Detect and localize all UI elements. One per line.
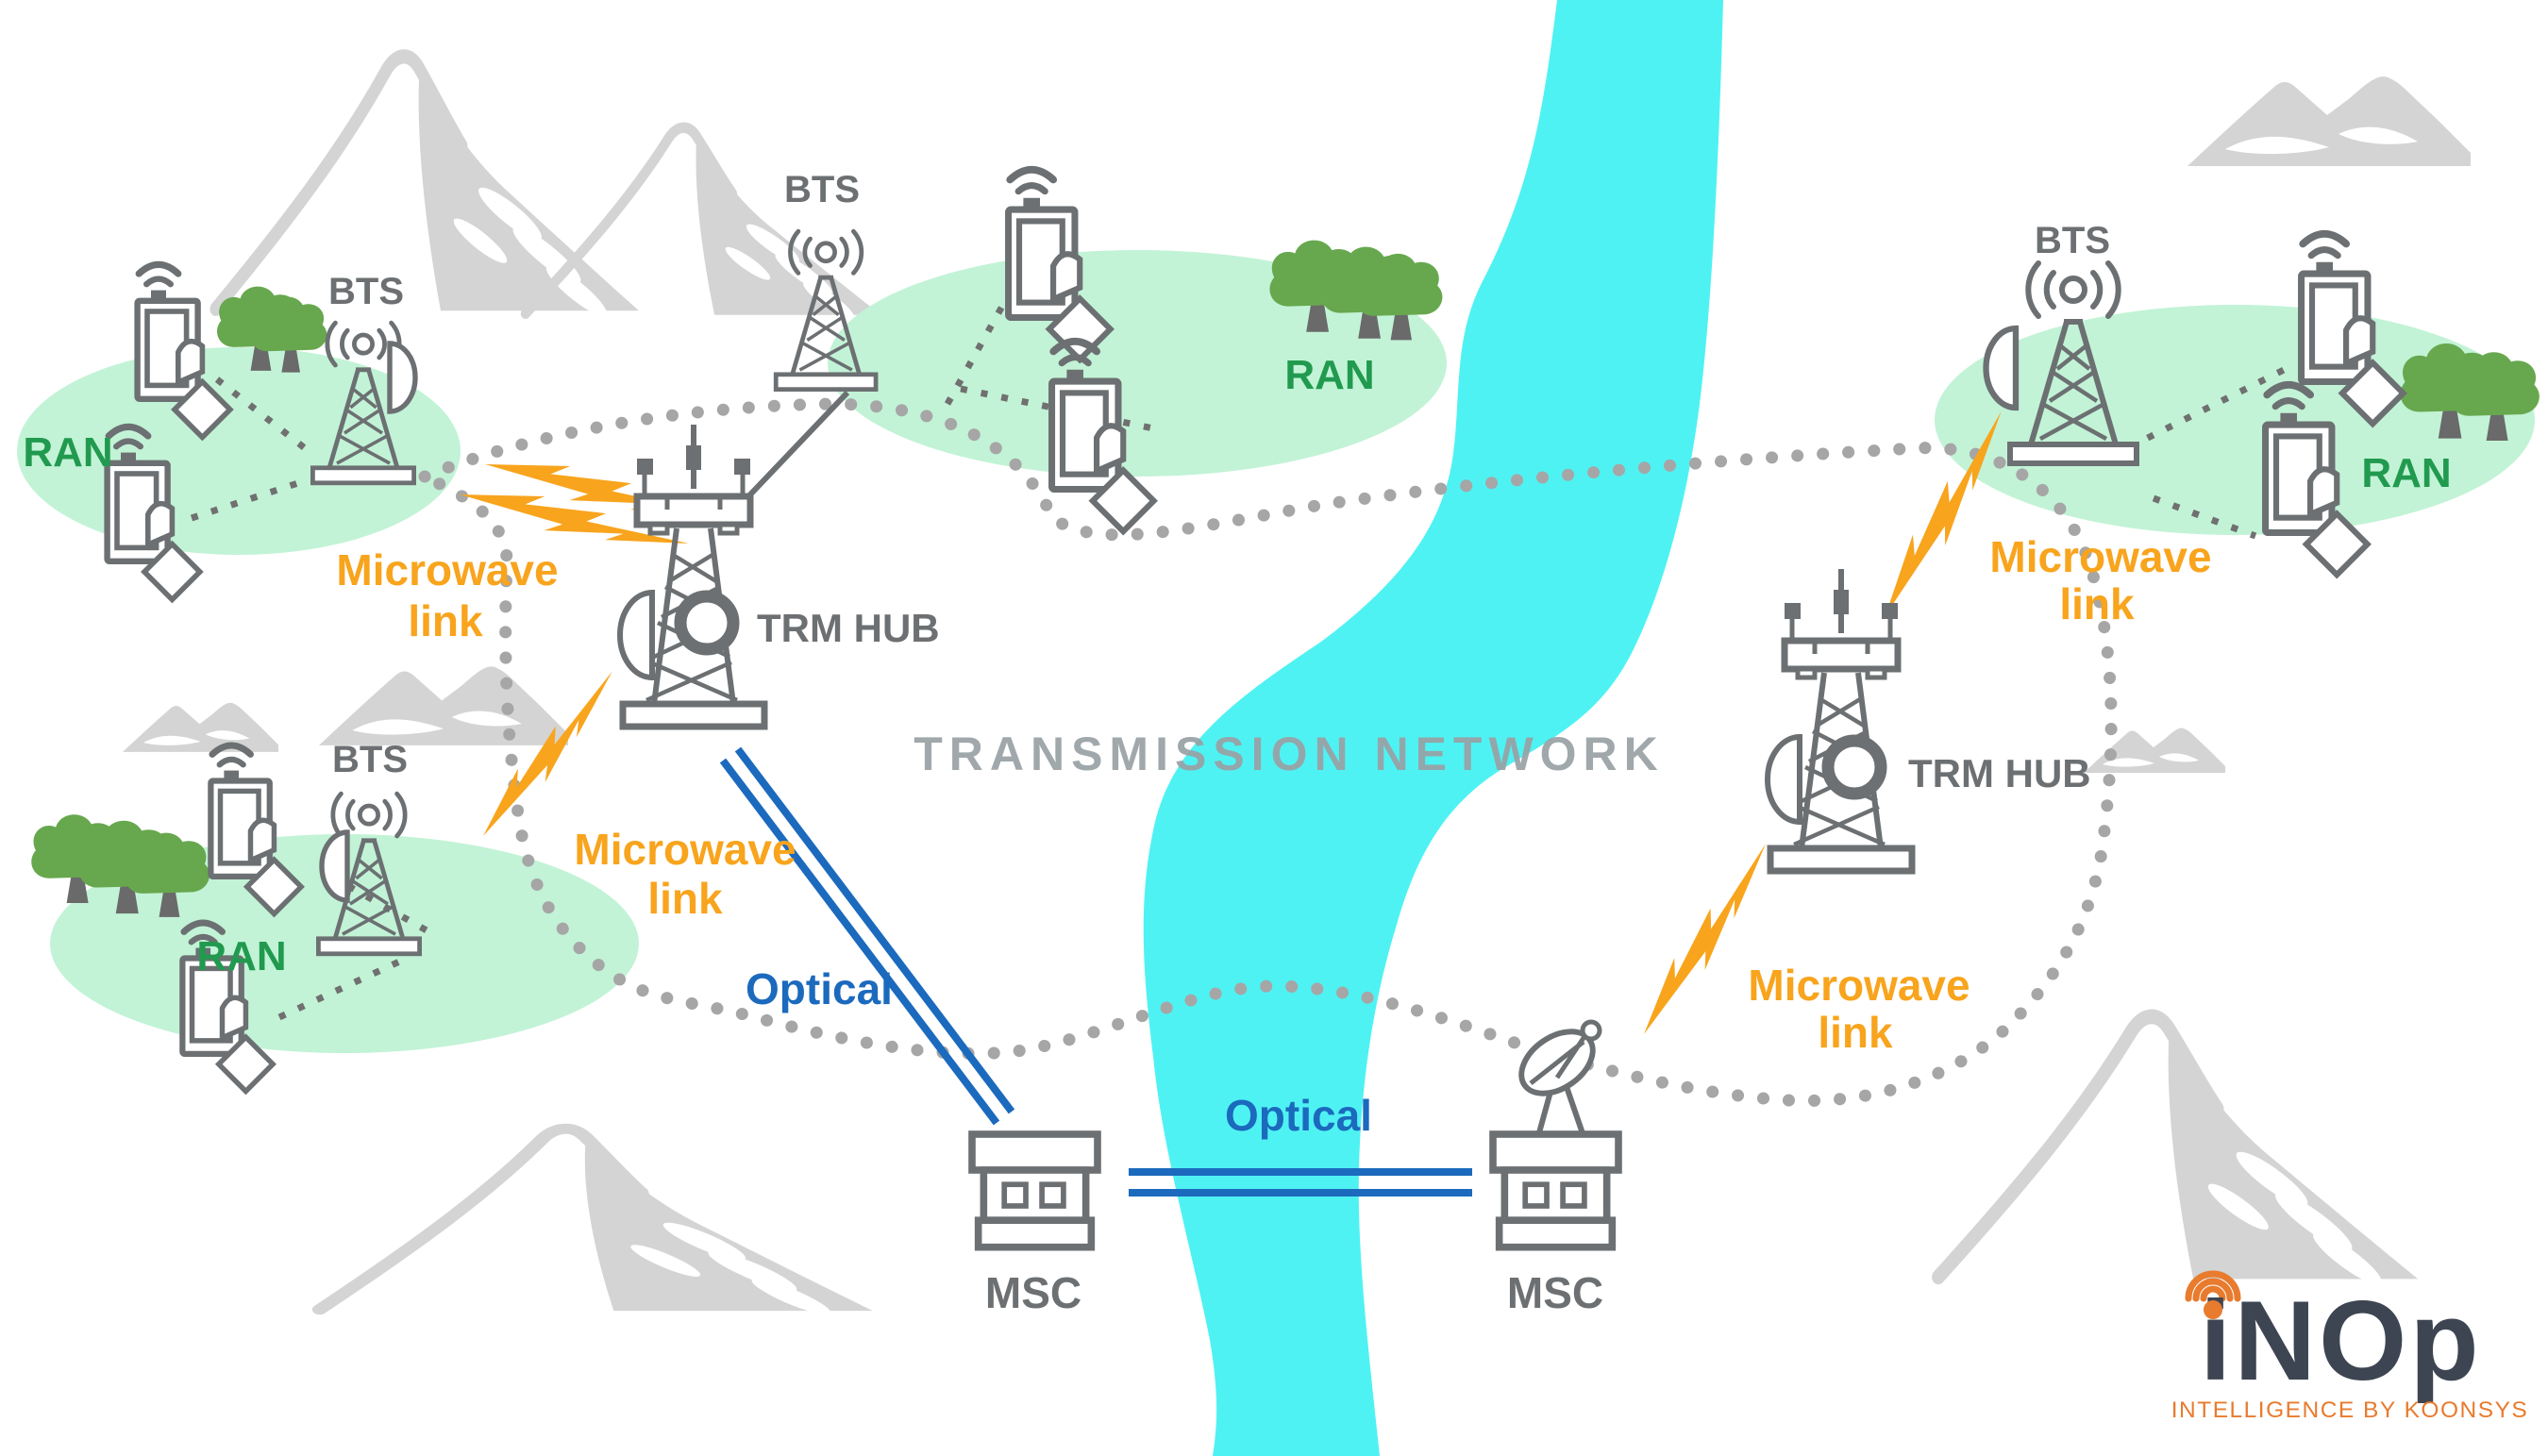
satellite-dish-icon bbox=[1510, 1019, 1604, 1136]
dotted-link bbox=[2127, 366, 2286, 451]
trm-hub-tower-right bbox=[1768, 569, 1912, 871]
optical-link-hub-to-msc bbox=[719, 746, 1015, 1126]
ran-zone-label: RAN bbox=[1284, 352, 1374, 398]
microwave-label-line1: Microwave bbox=[336, 545, 558, 594]
microwave-link-label: Microwave link bbox=[336, 545, 558, 645]
microwave-link-label: Microwave link bbox=[574, 825, 796, 923]
msc-label: MSC bbox=[1507, 1268, 1603, 1317]
mountain-bottom-left bbox=[320, 1129, 873, 1319]
microwave-label-line2: link bbox=[2059, 579, 2135, 628]
bts-label: BTS bbox=[332, 739, 408, 780]
logo-tagline: INTELLIGENCE BY KOONSYS bbox=[2171, 1397, 2529, 1423]
bts-label: BTS bbox=[2035, 220, 2110, 261]
trm-hub-tower-left bbox=[620, 425, 764, 727]
mountain-top-right bbox=[2188, 76, 2471, 166]
mountain-left-middle bbox=[319, 666, 568, 745]
optical-link-msc-to-msc bbox=[1129, 1168, 1472, 1197]
msc-building-left bbox=[972, 1134, 1098, 1247]
dotted-link bbox=[277, 953, 411, 1021]
bts-label: BTS bbox=[328, 271, 404, 312]
mountain-right-middle bbox=[2084, 728, 2225, 773]
logo-inop: iNOp INTELLIGENCE BY KOONSYS bbox=[2171, 1270, 2529, 1423]
optical-label: Optical bbox=[746, 964, 893, 1013]
microwave-label-line2: link bbox=[1818, 1008, 1893, 1057]
msc-label: MSC bbox=[985, 1268, 1081, 1317]
mountain-top-left bbox=[216, 57, 640, 324]
transmission-network-title: TRANSMISSION NETWORK bbox=[914, 728, 1665, 780]
bts-label: BTS bbox=[784, 169, 860, 210]
mountain-left-middle-small bbox=[123, 702, 278, 752]
network-boundary-dotted bbox=[410, 397, 2118, 1107]
msc-building-right bbox=[1493, 1134, 1618, 1247]
ran-zone-top-middle bbox=[828, 250, 1447, 477]
ran-zone-label: RAN bbox=[196, 933, 286, 979]
microwave-label-line1: Microwave bbox=[574, 825, 796, 874]
microwave-link-label: Microwave link bbox=[1748, 961, 1970, 1057]
river bbox=[1143, 0, 1723, 1456]
bts-hub-solid-link bbox=[731, 390, 850, 514]
microwave-link-label: Microwave link bbox=[1989, 532, 2211, 628]
dotted-link bbox=[960, 385, 1164, 434]
logo-i-dot-icon bbox=[2204, 1300, 2222, 1319]
trm-hub-label: TRM HUB bbox=[757, 606, 940, 650]
microwave-label-line1: Microwave bbox=[1748, 961, 1970, 1010]
microwave-label-line2: link bbox=[408, 596, 483, 645]
dotted-link bbox=[944, 277, 1021, 406]
logo-wifi-arc-icon bbox=[2192, 1278, 2234, 1302]
logo-brand-text: iNOp bbox=[2200, 1278, 2482, 1404]
logo-wifi-arc-icon bbox=[2185, 1270, 2241, 1302]
ran-zone-label: RAN bbox=[23, 429, 112, 476]
microwave-label-line2: link bbox=[647, 874, 723, 923]
mountain-bottom-right bbox=[1938, 1016, 2418, 1292]
ran-zone-right bbox=[1935, 305, 2535, 535]
optical-label: Optical bbox=[1225, 1091, 1372, 1140]
microwave-label-line1: Microwave bbox=[1989, 532, 2211, 581]
trm-hub-label: TRM HUB bbox=[1908, 751, 2091, 795]
phone-bts-connections bbox=[190, 277, 2286, 1021]
logo-wifi-arc-icon bbox=[2200, 1285, 2226, 1302]
ran-zone-label: RAN bbox=[2361, 450, 2451, 496]
